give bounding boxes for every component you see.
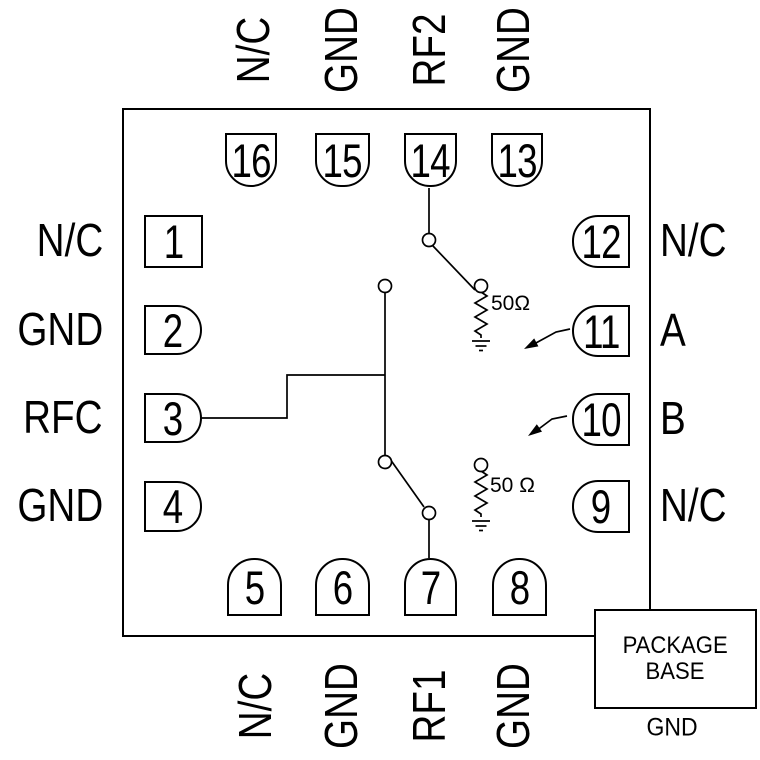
control-a-arrowhead-icon xyxy=(524,338,539,349)
pin-5-label: N/C xyxy=(229,672,281,740)
pin-1-pad: 1 xyxy=(144,215,203,268)
pin-7-pad: 7 xyxy=(404,558,457,616)
pin-5-pad: 5 xyxy=(227,558,282,616)
pin-11-pad: 11 xyxy=(572,304,630,358)
package-base-line2: BASE xyxy=(646,658,705,685)
package-base-box: PACKAGE BASE xyxy=(594,609,757,709)
pin-7-label: RF1 xyxy=(403,669,455,743)
pin-14-label: RF2 xyxy=(403,13,455,87)
pin-14-number: 14 xyxy=(410,133,451,187)
rf2-contact-circle xyxy=(421,232,437,248)
pin-9-number: 9 xyxy=(591,480,611,533)
pin-16-label: N/C xyxy=(227,16,279,84)
pin-2-pad: 2 xyxy=(144,303,202,357)
rf1-contact-circle xyxy=(421,505,437,521)
pin-2-number: 2 xyxy=(163,303,183,357)
pin-10-pad: 10 xyxy=(572,393,630,446)
pin-12-number: 12 xyxy=(581,215,621,268)
pin-12-pad: 12 xyxy=(572,215,630,268)
package-outline xyxy=(122,108,651,637)
pin-4-pad: 4 xyxy=(144,480,202,533)
package-base-gnd-label: GND xyxy=(646,713,698,742)
pin-10-number: 10 xyxy=(581,393,621,446)
common-contact-bottom-circle xyxy=(377,454,393,470)
pin-15-number: 15 xyxy=(322,133,363,187)
termination-top-circle xyxy=(473,278,489,294)
pin-3-number: 3 xyxy=(163,391,183,445)
ground-symbol-top xyxy=(472,340,490,352)
pin-16-number: 16 xyxy=(231,133,271,187)
rfc-trace xyxy=(200,374,385,419)
pin-11-label: A xyxy=(660,303,686,356)
pin-11-number: 11 xyxy=(582,304,620,358)
pin-15-label: GND xyxy=(315,7,367,93)
pin-6-label: GND xyxy=(315,663,367,749)
pin-1-number: 1 xyxy=(163,215,184,268)
control-a-leader-line xyxy=(534,328,571,345)
termination-bottom-label: 50 Ω xyxy=(490,474,535,497)
pin-13-label: GND xyxy=(487,7,539,93)
termination-top-label: 50Ω xyxy=(491,292,530,315)
pin-9-pad: 9 xyxy=(572,480,630,533)
rf1-switch-arm xyxy=(389,458,425,508)
pin-12-label: N/C xyxy=(660,213,727,266)
control-b-leader-line xyxy=(537,415,568,431)
termination-resistor-top xyxy=(473,291,489,338)
pin-1-label: N/C xyxy=(36,213,103,266)
pin-8-label: GND xyxy=(487,663,539,749)
pin-8-number: 8 xyxy=(509,560,530,614)
pin-7-number: 7 xyxy=(420,560,441,614)
control-b-arrowhead-icon xyxy=(528,424,542,436)
rf2-switch-arm xyxy=(432,245,476,291)
termination-resistor-bottom xyxy=(473,470,489,517)
pin-14-pad: 14 xyxy=(404,133,457,187)
pin-16-pad: 16 xyxy=(225,133,277,187)
pin-6-number: 6 xyxy=(332,560,353,614)
pin-15-pad: 15 xyxy=(315,133,370,187)
package-base-line1: PACKAGE xyxy=(622,632,729,659)
pin-10-label: B xyxy=(660,391,686,444)
pin-3-pad: 3 xyxy=(144,391,202,445)
pin-6-pad: 6 xyxy=(315,558,370,616)
pin-2-label: GND xyxy=(17,302,103,355)
common-contact-top-circle xyxy=(377,278,393,294)
termination-bottom-circle xyxy=(473,457,489,473)
pin-4-label: GND xyxy=(17,478,103,531)
pin-3-label: RFC xyxy=(23,390,103,443)
pin-13-pad: 13 xyxy=(491,133,543,187)
pin-9-label: N/C xyxy=(660,478,727,531)
pin-4-number: 4 xyxy=(163,480,183,533)
pin-13-number: 13 xyxy=(497,133,537,187)
pin-5-number: 5 xyxy=(244,560,265,614)
pin-8-pad: 8 xyxy=(492,558,547,616)
ground-symbol-bottom xyxy=(472,520,490,532)
